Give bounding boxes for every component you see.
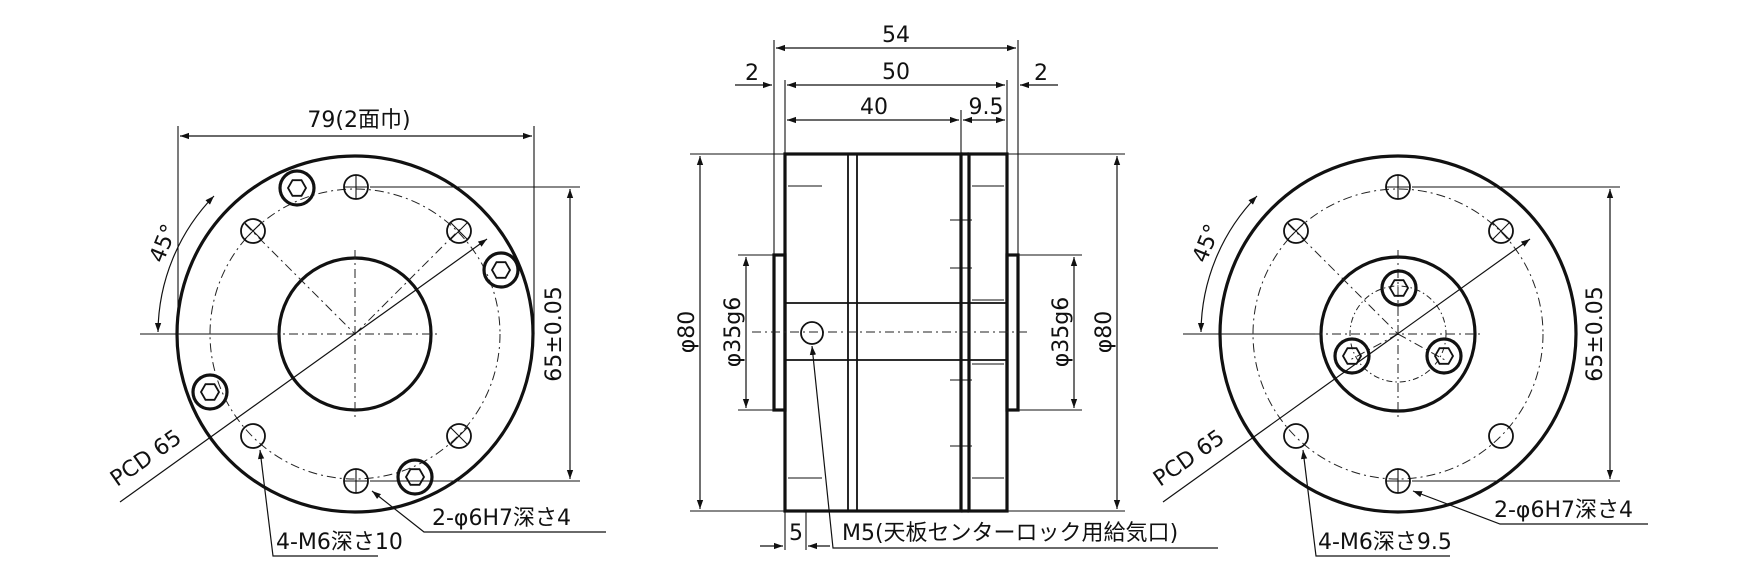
right-end-view: 65±0.05 45° PCD 65 4-M6深さ9.5 2-φ6H7深さ4: [1149, 154, 1648, 557]
dim-2-right: 2: [1034, 61, 1048, 86]
left-end-view: 79(2面巾) 65±0.05 45° PCD 65 4-M6深さ10 2-φ6…: [106, 108, 606, 557]
left-width-dimension: 79(2面巾): [307, 108, 410, 133]
dim-phi80-left: φ80: [675, 311, 700, 354]
right-height-dimension: 65±0.05: [1583, 286, 1608, 381]
dim-9-5: 9.5: [969, 95, 1004, 120]
right-angle-dimension: 45°: [1188, 221, 1226, 267]
dim-54: 54: [882, 23, 910, 48]
right-pin-callout: 2-φ6H7深さ4: [1494, 498, 1633, 523]
dim-phi35-right: φ35g6: [1049, 297, 1074, 367]
left-pin-callout: 2-φ6H7深さ4: [432, 506, 571, 531]
left-tap-holes: [240, 218, 472, 449]
left-45-ref-line: [244, 223, 356, 335]
dim-5: 5: [789, 521, 803, 546]
left-pin-holes: [343, 174, 369, 494]
left-tap-callout: 4-M6深さ10: [276, 530, 403, 555]
left-pcd-circle: [209, 188, 501, 480]
left-angle-dimension: 45°: [145, 221, 183, 267]
left-socket-heads: [191, 169, 520, 496]
left-height-dimension: 65±0.05: [542, 286, 567, 381]
left-pcd-label: PCD 65: [106, 425, 186, 492]
port-callout: M5(天板センターロック用給気口): [842, 521, 1178, 546]
side-view: 54 50 2 2 40 9.5 φ80 φ35g6 φ35g6: [675, 23, 1218, 550]
right-tap-holes: [1283, 218, 1514, 449]
dim-50: 50: [882, 60, 910, 85]
dim-phi35-left: φ35g6: [721, 297, 746, 367]
right-socket-heads: [1333, 269, 1463, 375]
right-pcd-label: PCD 65: [1149, 425, 1229, 492]
right-pin-holes: [1385, 174, 1411, 494]
dim-2-left: 2: [745, 61, 759, 86]
right-tap-callout: 4-M6深さ9.5: [1318, 530, 1452, 555]
right-pcd-circle: [1252, 188, 1544, 480]
dim-phi80-right: φ80: [1092, 311, 1117, 354]
side-hidden-marks: [788, 185, 1004, 479]
side-air-port: [800, 321, 824, 345]
dim-40: 40: [860, 95, 888, 120]
